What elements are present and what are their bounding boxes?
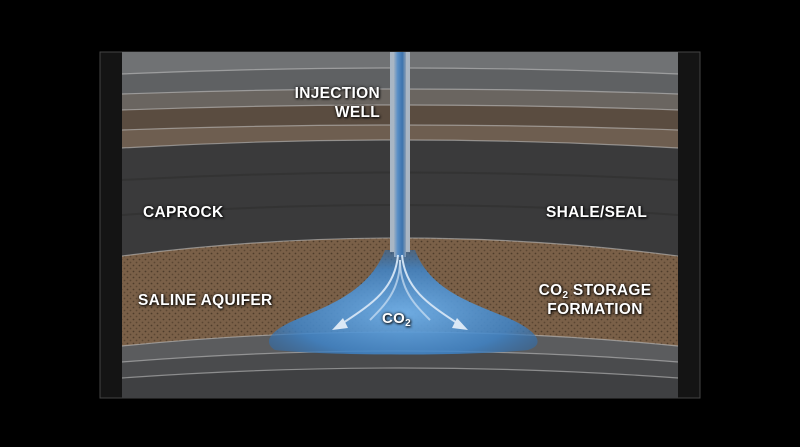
storage-line2: FORMATION [547, 301, 643, 318]
lower-layer-2 [122, 351, 678, 380]
storage-formation-label: CO2 STORAGE FORMATION [520, 281, 670, 319]
storage-co-sub: 2 [562, 290, 569, 301]
co2-flow-arrows [339, 254, 461, 326]
co2-plume-main: CO [382, 310, 406, 327]
storage-word: STORAGE [568, 282, 652, 299]
flow-right-outer [401, 254, 461, 326]
storage-line1: CO2 STORAGE [520, 281, 670, 301]
arrow-left-head [332, 318, 348, 330]
well-pipe [394, 52, 406, 257]
injection-well-label: INJECTION WELL [268, 84, 380, 122]
co2-plume-label: CO2 [382, 309, 411, 329]
frame-left [100, 52, 122, 398]
arrow-right-head [452, 318, 468, 330]
saline-aquifer-label: SALINE AQUIFER [138, 292, 273, 309]
flow-right-inner [399, 259, 431, 321]
lower-layer-3 [122, 368, 678, 398]
flow-left-outer [339, 254, 399, 326]
injection-well-line2: WELL [334, 104, 380, 121]
shale-seal-label: SHALE/SEAL [546, 204, 648, 221]
caprock-label: CAPROCK [143, 204, 224, 221]
frame-right [678, 52, 700, 398]
storage-co-text: CO [538, 282, 563, 299]
co2-plume-sub: 2 [405, 318, 411, 329]
injection-well-line1: INJECTION [294, 85, 380, 102]
